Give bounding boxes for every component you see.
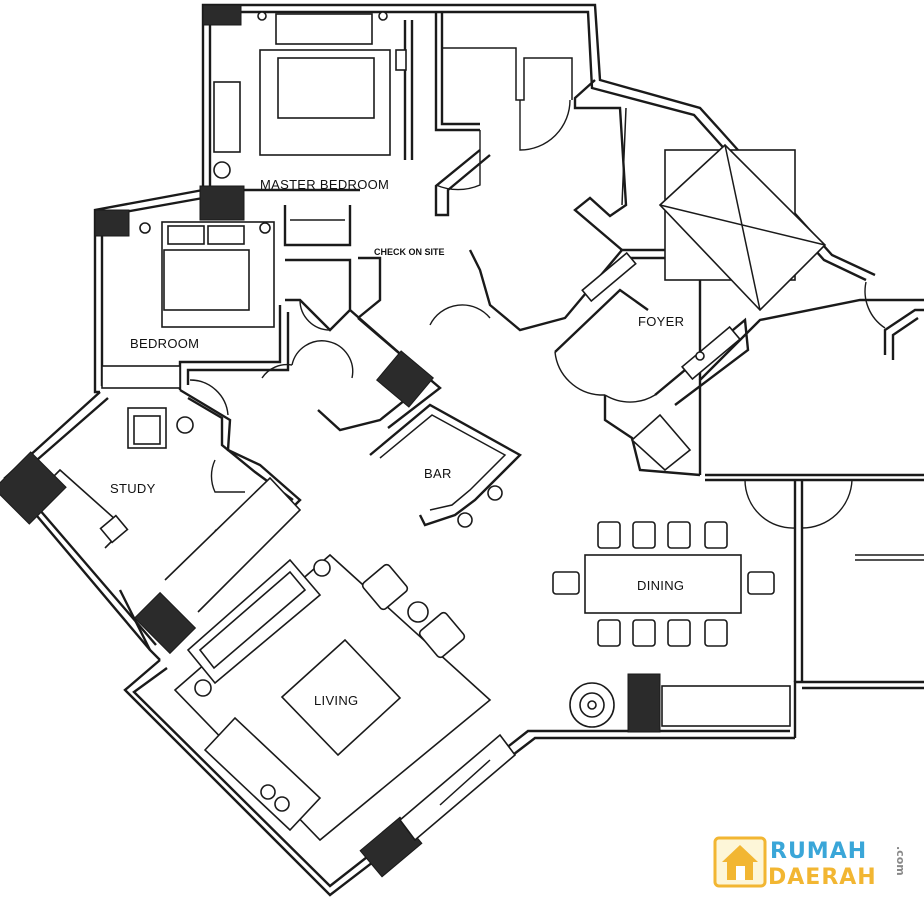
living-tv-console bbox=[398, 733, 517, 842]
study-sofa bbox=[164, 476, 302, 613]
dining-plant-core bbox=[587, 700, 597, 710]
label-bedroom: BEDROOM bbox=[130, 336, 199, 351]
foyer-cabinet bbox=[680, 325, 742, 381]
label-living: LIVING bbox=[314, 693, 358, 708]
bedroom-furniture bbox=[101, 221, 275, 389]
living-armchair-1 bbox=[361, 563, 409, 611]
master-lamp-top-1 bbox=[257, 11, 267, 21]
label-check-on-site: CHECK ON SITE bbox=[374, 247, 445, 257]
study-armchair-seat bbox=[133, 415, 161, 445]
bar-stool-2 bbox=[457, 512, 473, 528]
dining-chair-bottom-4 bbox=[704, 619, 728, 647]
door-right-1 bbox=[744, 479, 796, 529]
dining-chair-top-3 bbox=[667, 521, 691, 549]
bedroom-pillow-1 bbox=[167, 225, 205, 245]
label-bar: BAR bbox=[424, 466, 452, 481]
watermark-suffix: .com bbox=[894, 846, 907, 876]
dining-chair-top-2 bbox=[632, 521, 656, 549]
column-5 bbox=[133, 591, 197, 655]
column-7 bbox=[627, 673, 661, 733]
dining-chair-top-4 bbox=[704, 521, 728, 549]
watermark-logo: RUMAH DAERAH .com bbox=[713, 836, 907, 890]
bedroom-pillow-2 bbox=[207, 225, 245, 245]
master-nightstand-lamp bbox=[213, 161, 231, 179]
living-cushion-2 bbox=[274, 796, 290, 812]
living-lamp-2 bbox=[194, 679, 212, 697]
label-study: STUDY bbox=[110, 481, 156, 496]
foyer-shoe-cabinet bbox=[630, 413, 692, 472]
label-master-bedroom: MASTER BEDROOM bbox=[260, 177, 389, 192]
living-lamp-1 bbox=[313, 559, 331, 577]
doors bbox=[189, 99, 886, 529]
door-master-wardrobe bbox=[519, 99, 571, 151]
column-4 bbox=[0, 451, 67, 525]
master-side-cabinet bbox=[395, 49, 407, 71]
living-sofa-inner bbox=[198, 570, 307, 670]
master-tv-console bbox=[213, 81, 241, 153]
living-furniture bbox=[173, 553, 517, 842]
bedroom-lamp-2 bbox=[259, 222, 271, 234]
column-3 bbox=[94, 209, 130, 237]
study-chair bbox=[99, 514, 129, 544]
dining-chair-right bbox=[747, 571, 775, 595]
master-lamp-top-2 bbox=[378, 11, 388, 21]
dining-sideboard bbox=[661, 685, 791, 727]
bar-furniture bbox=[457, 485, 503, 528]
house-icon bbox=[722, 845, 758, 880]
living-coffee-table bbox=[280, 638, 402, 757]
door-master-bath bbox=[435, 130, 481, 191]
master-headboard bbox=[275, 13, 373, 45]
door-corridor-2 bbox=[291, 340, 354, 379]
label-foyer: FOYER bbox=[638, 314, 684, 329]
dining-chair-bottom-2 bbox=[632, 619, 656, 647]
door-corridor-1 bbox=[261, 363, 293, 379]
study-side-table bbox=[176, 416, 194, 434]
door-right-3 bbox=[864, 281, 886, 329]
bar-stool-1 bbox=[487, 485, 503, 501]
dining-chair-bottom-1 bbox=[597, 619, 621, 647]
door-study bbox=[210, 459, 245, 493]
door-right-2 bbox=[801, 479, 853, 529]
living-side-table bbox=[407, 601, 429, 623]
living-sofa-bottom bbox=[203, 716, 322, 832]
dining-chair-bottom-3 bbox=[667, 619, 691, 647]
door-foyer-2 bbox=[604, 394, 656, 403]
master-bed-mattress bbox=[277, 57, 375, 119]
bedroom-lamp-1 bbox=[139, 222, 151, 234]
living-armchair-2 bbox=[418, 611, 466, 659]
watermark-line2: DAERAH bbox=[768, 865, 877, 890]
door-master-entry bbox=[429, 304, 491, 326]
label-dining: DINING bbox=[637, 578, 684, 593]
living-cushion-1 bbox=[260, 784, 276, 800]
bedroom-wardrobe bbox=[101, 365, 181, 389]
foyer-console bbox=[581, 251, 637, 303]
study-furniture bbox=[99, 407, 302, 613]
bedroom-mattress bbox=[163, 249, 250, 311]
column-6 bbox=[375, 350, 435, 408]
foyer-lamp bbox=[695, 351, 705, 361]
column-1 bbox=[202, 4, 242, 26]
house-door-icon bbox=[736, 866, 745, 880]
door-wardrobe-small bbox=[299, 299, 331, 331]
dining-chair-top-1 bbox=[597, 521, 621, 549]
dining-chair-left bbox=[552, 571, 580, 595]
foyer-elements bbox=[581, 143, 827, 472]
master-bedroom-furniture bbox=[213, 11, 407, 179]
watermark-line1: RUMAH bbox=[770, 839, 867, 864]
column-2 bbox=[199, 185, 245, 221]
dining-furniture bbox=[552, 521, 791, 728]
dining-table bbox=[584, 554, 742, 614]
outer-walls bbox=[3, 3, 924, 897]
door-bedroom bbox=[189, 379, 229, 416]
door-foyer-1 bbox=[554, 351, 605, 396]
structural-columns bbox=[0, 4, 661, 878]
